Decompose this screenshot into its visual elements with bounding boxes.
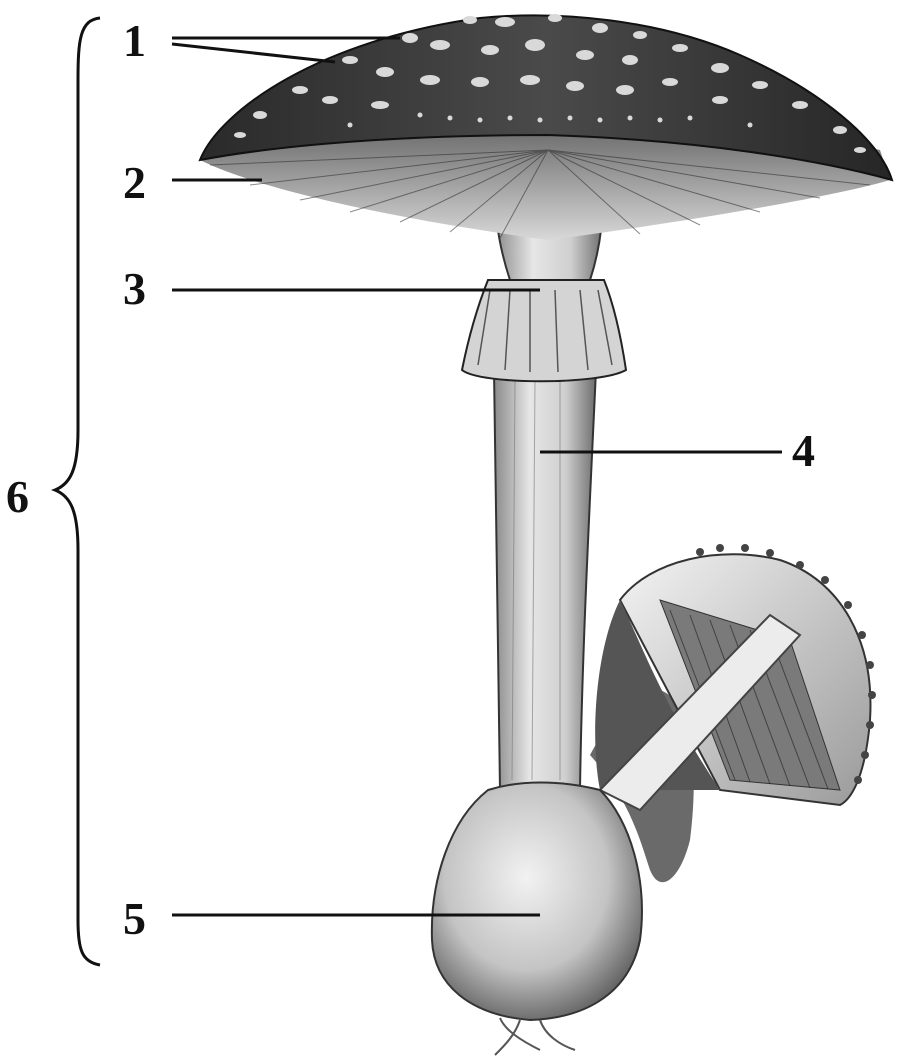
- bracket-6: [55, 18, 100, 965]
- label-2: 2: [123, 160, 146, 206]
- section-mushroom: [590, 544, 876, 882]
- volva-bulb: [432, 783, 642, 1056]
- label-1: 1: [123, 18, 146, 64]
- label-3: 3: [123, 266, 146, 312]
- label-4: 4: [792, 428, 815, 474]
- leader-1b: [172, 44, 335, 62]
- label-5: 5: [123, 896, 146, 942]
- label-6: 6: [6, 474, 29, 520]
